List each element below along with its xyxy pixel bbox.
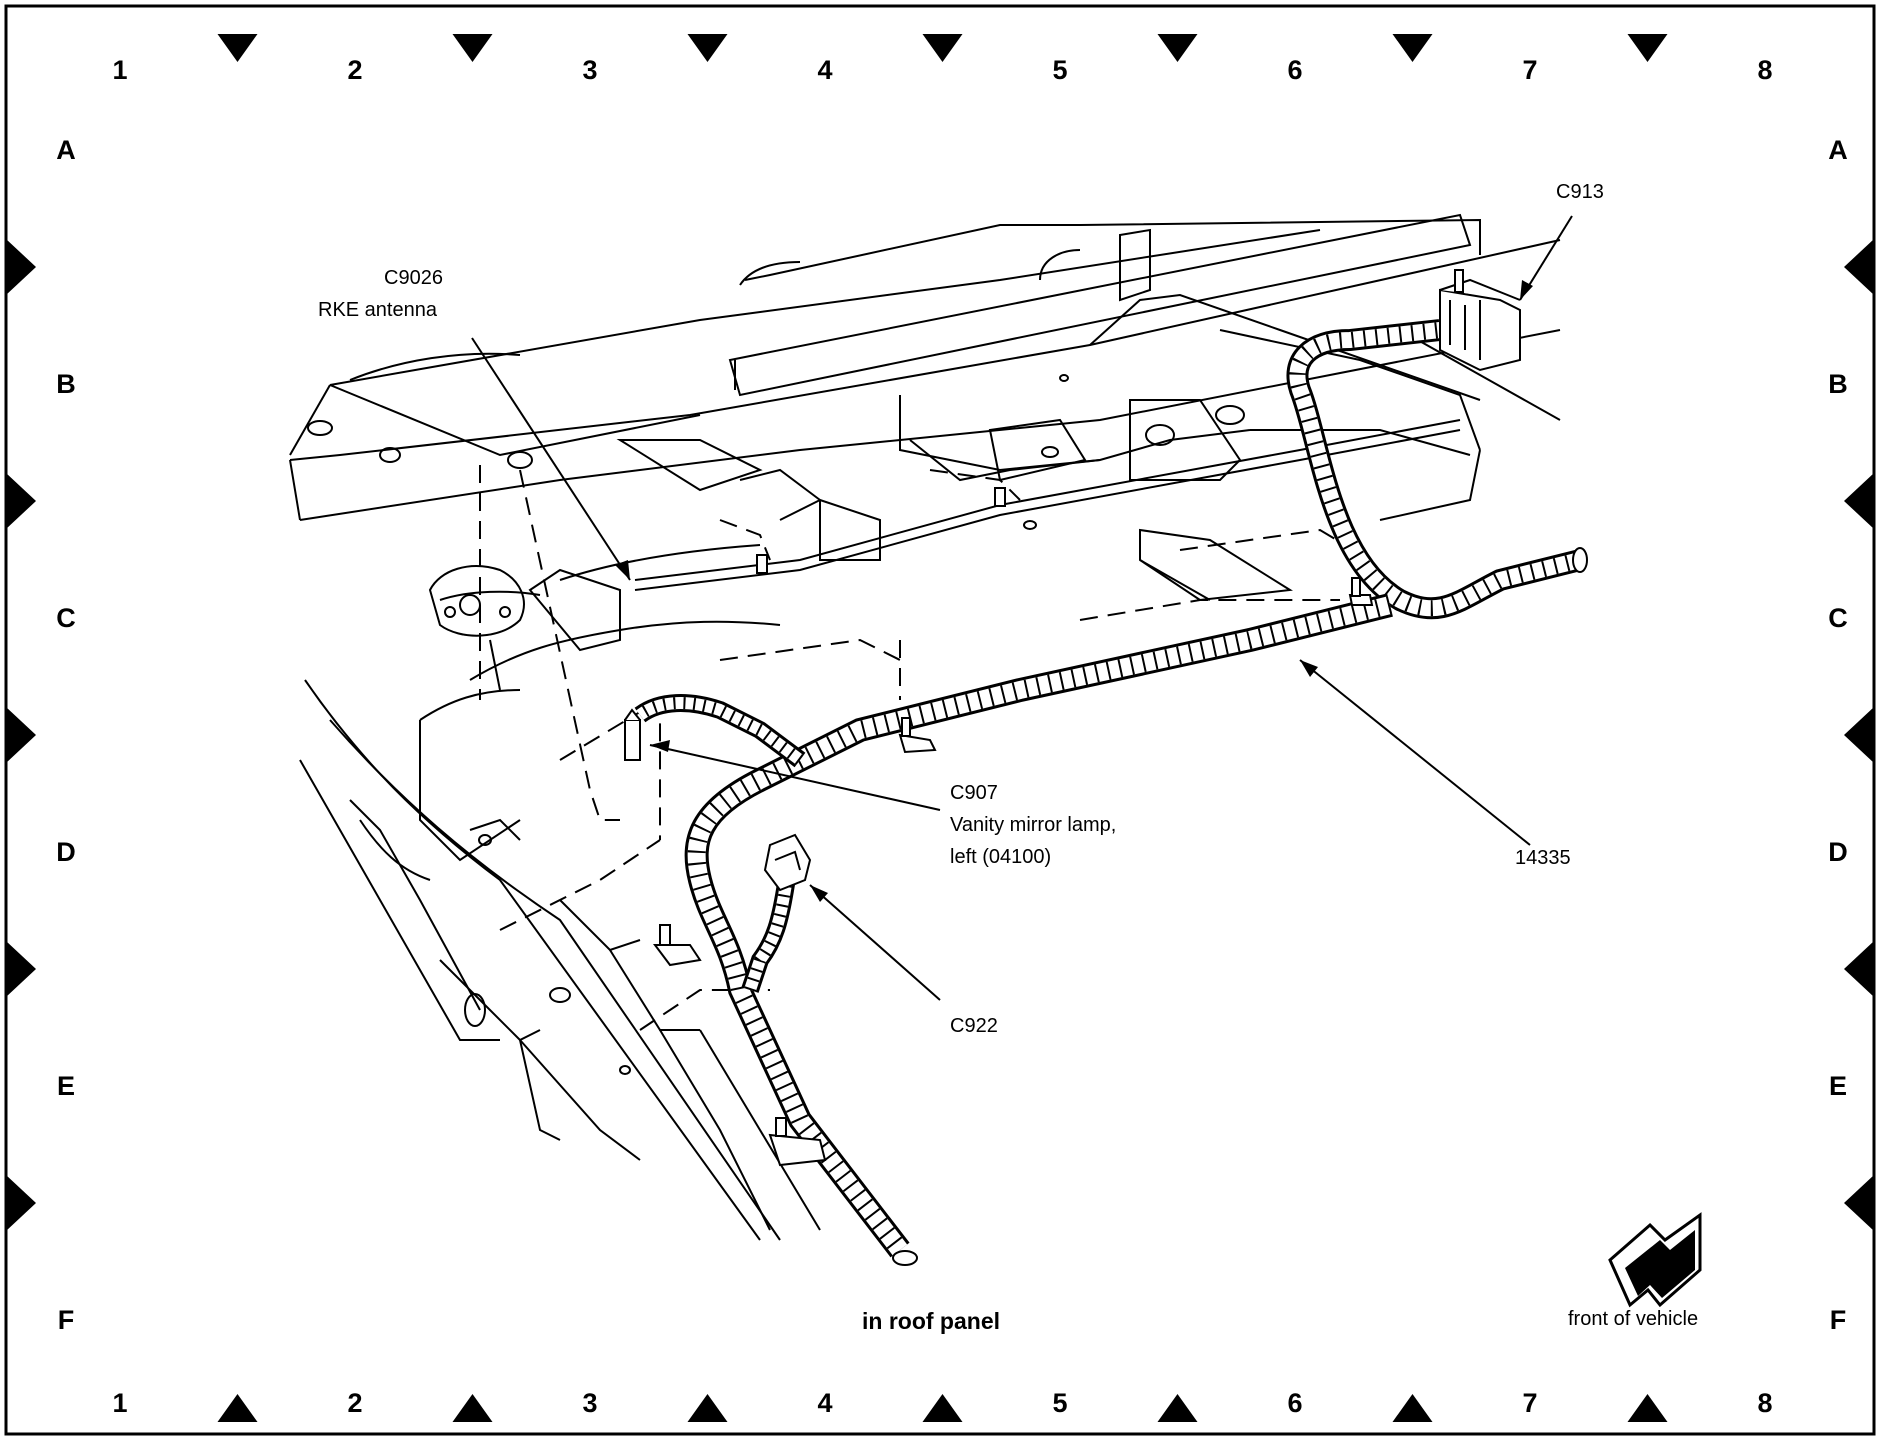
grid-col-bottom-1: 1: [112, 1388, 128, 1418]
notch-left: [6, 1175, 36, 1231]
grid-col-bottom-3: 3: [582, 1388, 598, 1418]
callout-c907-desc-2: left (04100): [950, 846, 1052, 868]
grid-col-top-1: 1: [112, 55, 128, 85]
harness-clips: [653, 487, 1374, 1167]
notch-bottom: [1392, 1394, 1433, 1422]
grid-row-left-A: A: [56, 135, 76, 165]
grid-col-bottom-6: 6: [1287, 1388, 1303, 1418]
grid-row-right-B: B: [1828, 369, 1848, 399]
notch-top: [1157, 34, 1198, 62]
grid-col-top-3: 3: [582, 55, 598, 85]
callout-c907-desc-1: Vanity mirror lamp,: [950, 814, 1117, 836]
grid-row-right-F: F: [1829, 1305, 1847, 1335]
grid-col-top-4: 4: [817, 55, 833, 85]
notch-top: [1627, 34, 1668, 62]
notch-left: [6, 239, 36, 295]
callout-c9026-desc: RKE antenna: [318, 299, 437, 321]
callout-harness-14335: 14335: [1515, 847, 1571, 869]
leader-arrowheads: [615, 280, 1533, 902]
grid-row-right-A: A: [1828, 135, 1848, 165]
notch-bottom: [452, 1394, 493, 1422]
notch-right: [1844, 1175, 1874, 1231]
front-of-vehicle-arrow-icon: [1608, 1212, 1702, 1308]
callout-c913: C913: [1556, 181, 1604, 203]
notch-right: [1844, 707, 1874, 763]
grid-col-bottom-2: 2: [347, 1388, 363, 1418]
notch-right: [1844, 239, 1874, 295]
harness-14335: [634, 319, 1583, 1258]
grid-col-top-8: 8: [1757, 55, 1773, 85]
callout-c922: C922: [950, 1015, 998, 1037]
notch-right: [1844, 941, 1874, 997]
callout-c9026-code: C9026: [384, 267, 443, 289]
grid-row-left-E: E: [56, 1071, 75, 1101]
grid-row-right-E: E: [1828, 1071, 1847, 1101]
notch-bottom: [922, 1394, 963, 1422]
grid-row-right-D: D: [1828, 837, 1848, 867]
notch-bottom: [1627, 1394, 1668, 1422]
notch-bottom: [217, 1394, 258, 1422]
notch-left: [6, 941, 36, 997]
notch-top: [452, 34, 493, 62]
front-of-vehicle-label: front of vehicle: [1568, 1308, 1699, 1330]
notch-left: [6, 473, 36, 529]
grid-notch-markers: [6, 34, 1874, 1422]
grid-col-bottom-7: 7: [1522, 1388, 1538, 1418]
grid-row-left-B: B: [56, 369, 76, 399]
grid-row-left-C: C: [56, 603, 76, 633]
grid-row-left-F: F: [57, 1305, 75, 1335]
connector-c907: [624, 708, 641, 761]
notch-top: [1392, 34, 1433, 62]
grid-col-top-5: 5: [1052, 55, 1068, 85]
callout-leader-lines: [471, 215, 1573, 1001]
diagram-caption: in roof panel: [862, 1308, 1000, 1334]
callout-c907-code: C907: [950, 782, 998, 804]
notch-right: [1844, 473, 1874, 529]
notch-top: [217, 34, 258, 62]
harness-end-cap: [892, 547, 1588, 1266]
connector-c913: [1439, 269, 1521, 372]
grid-col-top-2: 2: [347, 55, 363, 85]
roof-body-structure: [289, 213, 1561, 1241]
grid-col-bottom-8: 8: [1757, 1388, 1773, 1418]
grid-row-right-C: C: [1828, 603, 1848, 633]
notch-bottom: [1157, 1394, 1198, 1422]
notch-left: [6, 707, 36, 763]
notch-bottom: [687, 1394, 728, 1422]
grid-col-top-7: 7: [1522, 55, 1538, 85]
grid-col-top-6: 6: [1287, 55, 1303, 85]
grid-col-bottom-4: 4: [817, 1388, 833, 1418]
connector-c922: [763, 833, 812, 892]
notch-top: [687, 34, 728, 62]
notch-top: [922, 34, 963, 62]
grid-col-bottom-5: 5: [1052, 1388, 1068, 1418]
grid-row-left-D: D: [56, 837, 76, 867]
